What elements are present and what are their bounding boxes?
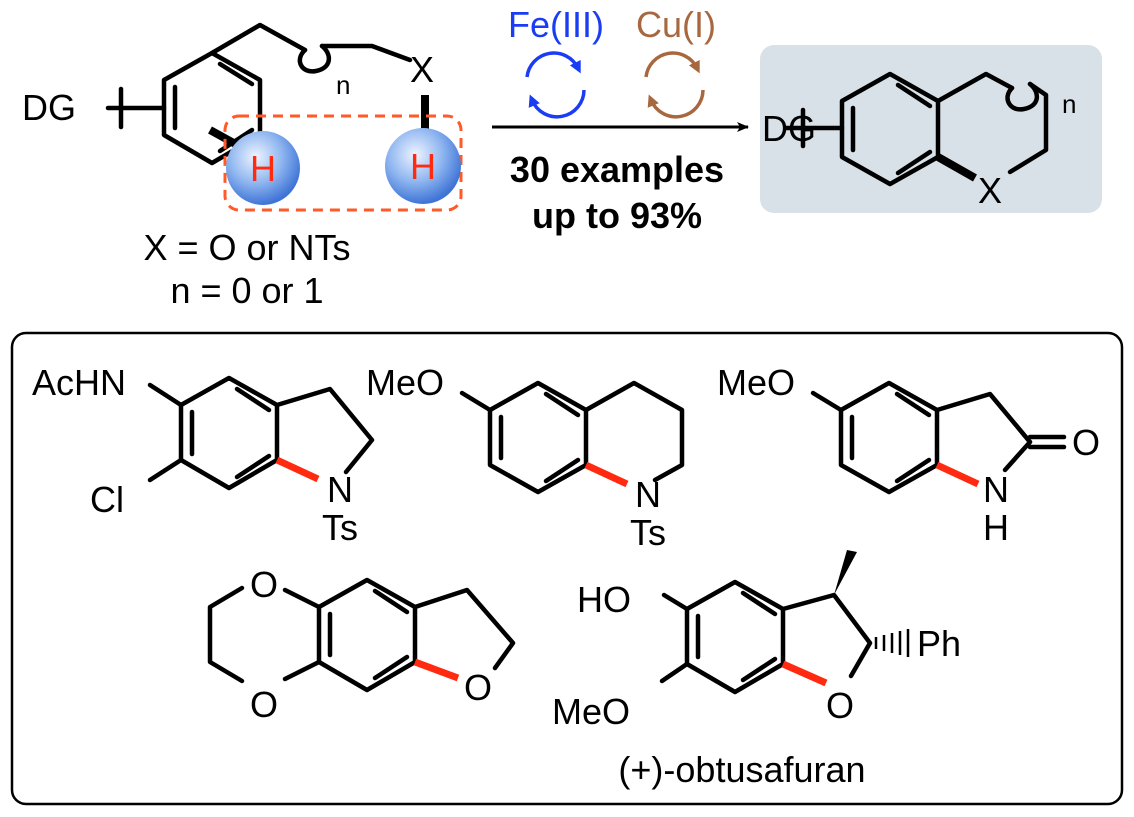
ex5-five-ring (780, 592, 873, 679)
example-2-tetrahydroquinoline: N Ts MeO (366, 362, 685, 553)
ex1-ts-group: Ts (322, 507, 358, 548)
prod-dg-label: DG (762, 108, 816, 149)
ex1-ring-inner-bond (234, 453, 272, 480)
fe-cycle-arrow-top (525, 51, 581, 78)
ex4-dioxane-bond (282, 587, 322, 610)
ex5-ho-label: HO (577, 579, 631, 620)
ex2-ring-inner-bond (543, 457, 581, 484)
sm-chain (319, 43, 413, 63)
reaction-arrow-group: Fe(III) Cu(I) 30 examples up to 93% (492, 4, 749, 236)
ex4-ring-inner-bond (372, 588, 410, 615)
ex2-highlight-bond (584, 461, 629, 488)
ex3-ring-inner-bond (894, 391, 932, 418)
ex3-n-atom: N (983, 469, 1009, 510)
ex3-meo-label: MeO (717, 362, 795, 403)
ex5-meo-label: MeO (552, 691, 630, 732)
sm-chain (209, 22, 308, 56)
ex5-phenyl-hash (874, 629, 910, 657)
ex4-o-furan: O (464, 667, 492, 708)
ex1-benzene-ring (178, 375, 280, 491)
ex3-five-ring (934, 391, 1033, 473)
ex1-achn-bond (147, 382, 184, 408)
ex4-o-dioxane-bottom: O (250, 684, 278, 725)
ex2-ts-group: Ts (630, 512, 666, 553)
ex5-compound-name: (+)-obtusafuran (618, 749, 865, 790)
prod-ring-inner-bond (895, 149, 933, 176)
h-sphere-1 (226, 131, 300, 205)
ex1-five-ring (274, 386, 375, 475)
ex1-n-atom: N (327, 469, 353, 510)
prod-ring-inner-bond (895, 82, 933, 109)
fe-cycle-arrow-bottom (528, 89, 586, 119)
product: DG n X (760, 45, 1102, 213)
prod-ring-chain (1007, 81, 1049, 175)
condition-note-n: n = 0 or 1 (170, 270, 323, 311)
ex5-ring-inner-bond (740, 656, 778, 683)
cu-catalyst-label: Cu(I) (636, 4, 716, 45)
cu-cycle-arrow-bottom (647, 89, 705, 119)
ex1-cl-label: Cl (90, 479, 124, 520)
example-5-obtusafuran: Ph O HO MeO (+)-obtusafuran (552, 550, 961, 790)
ex4-benzene-ring (316, 577, 418, 693)
starting-material: DG n X H H X = O or NTs n = 0 or 1 (22, 22, 463, 311)
ex3-o-atom: O (1072, 422, 1100, 463)
sm-x-label: X (410, 49, 434, 90)
h-sphere-2 (385, 128, 461, 204)
ex1-cl-bond (147, 457, 184, 483)
ex2-benzene-ring (487, 380, 589, 495)
ex4-ring-inner-bond (372, 654, 410, 681)
ex2-ring-inner-bond (543, 391, 581, 418)
ex5-ring-inner-bond (740, 590, 778, 617)
ex5-ho-bond (661, 592, 690, 612)
examples-count: 30 examples (510, 149, 724, 190)
ex1-ring-inner-bond (234, 386, 272, 413)
ex3-highlight-bond (935, 461, 980, 488)
ex1-highlight-bond (275, 456, 320, 483)
ex4-dioxane-chain (207, 585, 245, 684)
h-atom-label-2: H (410, 146, 436, 187)
ex3-ring-inner-bond (894, 457, 932, 484)
prod-new-bond (936, 153, 977, 182)
fe-catalyst-label: Fe(III) (508, 4, 604, 45)
ex4-dioxane-bond (282, 659, 322, 682)
ex4-o-dioxane-top: O (250, 564, 278, 605)
sm-ring-inner-bond (217, 61, 255, 87)
ex3-benzene-ring (838, 380, 940, 495)
product-background (760, 45, 1102, 213)
ex3-h-atom: H (983, 507, 1009, 548)
condition-note-x: X = O or NTs (143, 227, 350, 268)
ex3-meo-bond (810, 390, 844, 413)
ex5-methyl-wedge (834, 550, 857, 595)
h-atom-label-1: H (250, 148, 276, 189)
prod-loop-bracket (1005, 81, 1039, 112)
ex5-highlight-bond (781, 660, 828, 687)
cu-cycle-arrow-top (644, 51, 700, 78)
example-4-dioxino-benzofuran: O O O (207, 564, 516, 725)
ex5-ph-label: Ph (917, 623, 961, 664)
sm-n-subscript: n (336, 70, 350, 100)
ex2-six-ring (583, 380, 685, 483)
sm-loop-bracket (297, 43, 331, 74)
scope-box (10, 331, 1124, 806)
ex5-o-furan: O (826, 685, 854, 726)
example-1-indoline: N Ts AcHN Cl (32, 362, 375, 548)
max-yield: up to 93% (532, 195, 702, 236)
prod-ring-chain (935, 71, 1015, 104)
ex4-highlight-bond (413, 658, 460, 682)
sm-benzene-ring (161, 50, 263, 166)
ex5-meo-bond (659, 661, 690, 684)
ex5-benzene-ring (684, 579, 786, 695)
ex4-five-ring (412, 587, 516, 671)
ex2-n-atom: N (635, 474, 661, 515)
reactive-bonds-dashed-box (223, 114, 463, 212)
ex2-meo-bond (459, 390, 493, 413)
sm-dg-label: DG (22, 87, 76, 128)
prod-n-subscript: n (1062, 89, 1076, 119)
ex2-meo-label: MeO (366, 362, 444, 403)
ex1-achn-label: AcHN (32, 362, 126, 403)
prod-x-label: X (978, 170, 1002, 211)
example-3-oxindole: O N H MeO (717, 362, 1100, 548)
